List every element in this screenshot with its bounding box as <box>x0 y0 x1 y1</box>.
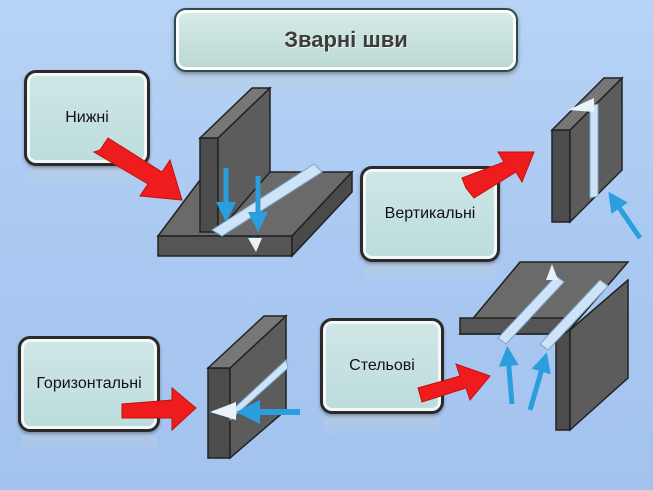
flat-base-plate-side <box>291 170 353 258</box>
slide-title-text: Зварні шви <box>284 27 408 52</box>
flat-vertical-plate-side <box>199 137 219 233</box>
flat-vertical-plate-top <box>198 87 272 139</box>
horizontal-weld-diagram <box>206 314 300 460</box>
overhead-weld-seam <box>497 275 565 345</box>
flat-weld-diagram <box>156 86 354 258</box>
flat-base-plate-front <box>157 235 293 257</box>
label-reflection <box>20 432 158 456</box>
vertical-weld-diagram <box>550 76 643 240</box>
vertical-weld-seam <box>589 103 599 199</box>
overhead-weld-seam <box>539 279 609 351</box>
flat-seam-arrowhead <box>248 238 262 252</box>
label-bottom-welds: Нижні <box>24 70 150 166</box>
slide-title: Зварні шви <box>174 8 518 72</box>
horizontal-seam-arrowhead <box>210 402 236 420</box>
overhead-blue-arrow <box>527 352 551 411</box>
label-reflection <box>322 414 442 438</box>
overhead-wall-side <box>555 328 571 431</box>
title-reflection <box>178 72 514 96</box>
overhead-blue-arrow <box>498 346 519 405</box>
flat-weld-seam <box>211 163 323 237</box>
overhead-wall-front <box>569 278 629 432</box>
vertical-plate-left-face <box>551 129 571 223</box>
label-bottom-text: Нижні <box>65 109 109 126</box>
red-arrow-flat <box>92 137 183 201</box>
red-arrow-horizontal <box>121 386 197 432</box>
label-reflection <box>362 262 498 286</box>
red-arrow-vertical <box>461 151 535 199</box>
horizontal-plate-top <box>206 315 288 369</box>
overhead-weld-diagram <box>458 261 630 432</box>
vertical-seam-arrowhead <box>568 98 594 112</box>
red-arrow-overhead <box>417 363 491 403</box>
overhead-seam-arrowhead <box>546 264 558 280</box>
label-vertical-text: Вертикальні <box>384 205 476 222</box>
vertical-blue-arrow <box>608 191 643 240</box>
label-overhead-text: Стельові <box>349 357 415 374</box>
label-horizontal-text: Горизонтальні <box>36 375 142 392</box>
